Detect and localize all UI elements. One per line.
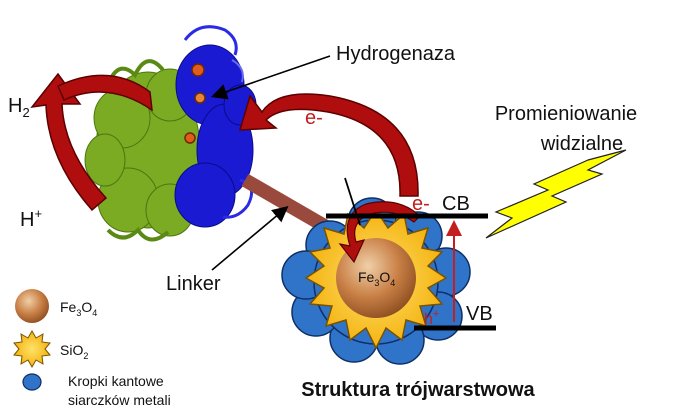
sio2-star-icon (13, 329, 51, 369)
h2-label: H2 (8, 95, 30, 120)
quantum-dot-icon (22, 373, 42, 391)
hplus-label: H+ (20, 206, 42, 231)
fe3o4-sphere-icon (15, 289, 49, 323)
hydrogenase-protein (84, 25, 257, 242)
hydrogenase-label: Hydrogenaza (336, 43, 456, 65)
electron-transfer-arrow (238, 93, 419, 197)
vb-label: VB (466, 303, 493, 325)
core-label: Fe3O4 (358, 269, 395, 288)
linker-label: Linker (166, 273, 221, 295)
electron-label: e- (305, 107, 323, 129)
linker-pointer (211, 205, 289, 271)
structure-title: Struktura trójwarstwowa (301, 379, 535, 401)
legend-fe3o4-label: Fe3O4 (60, 299, 97, 318)
cb-label: CB (442, 193, 470, 215)
lightning-bolt-icon (485, 149, 627, 239)
radiation-label-line1: Promieniowanie (495, 103, 637, 125)
metal-cluster-icon (184, 63, 206, 144)
cb-electron-label: e- (412, 193, 430, 215)
hydrogenase-pointer (210, 55, 331, 100)
hole-label: h+ (424, 308, 439, 328)
h2-production-arrow-head (57, 74, 153, 112)
legend-sio2-label: SiO2 (60, 342, 88, 361)
radiation-label-line2: widzialne (540, 133, 623, 155)
legend-qd-label-line2: siarczków metali (68, 392, 171, 408)
legend-qd-label-line1: Kropki kantowe (68, 373, 164, 389)
legend: Fe3O4 SiO2 Kropki kantowe siarczków meta… (13, 289, 171, 408)
